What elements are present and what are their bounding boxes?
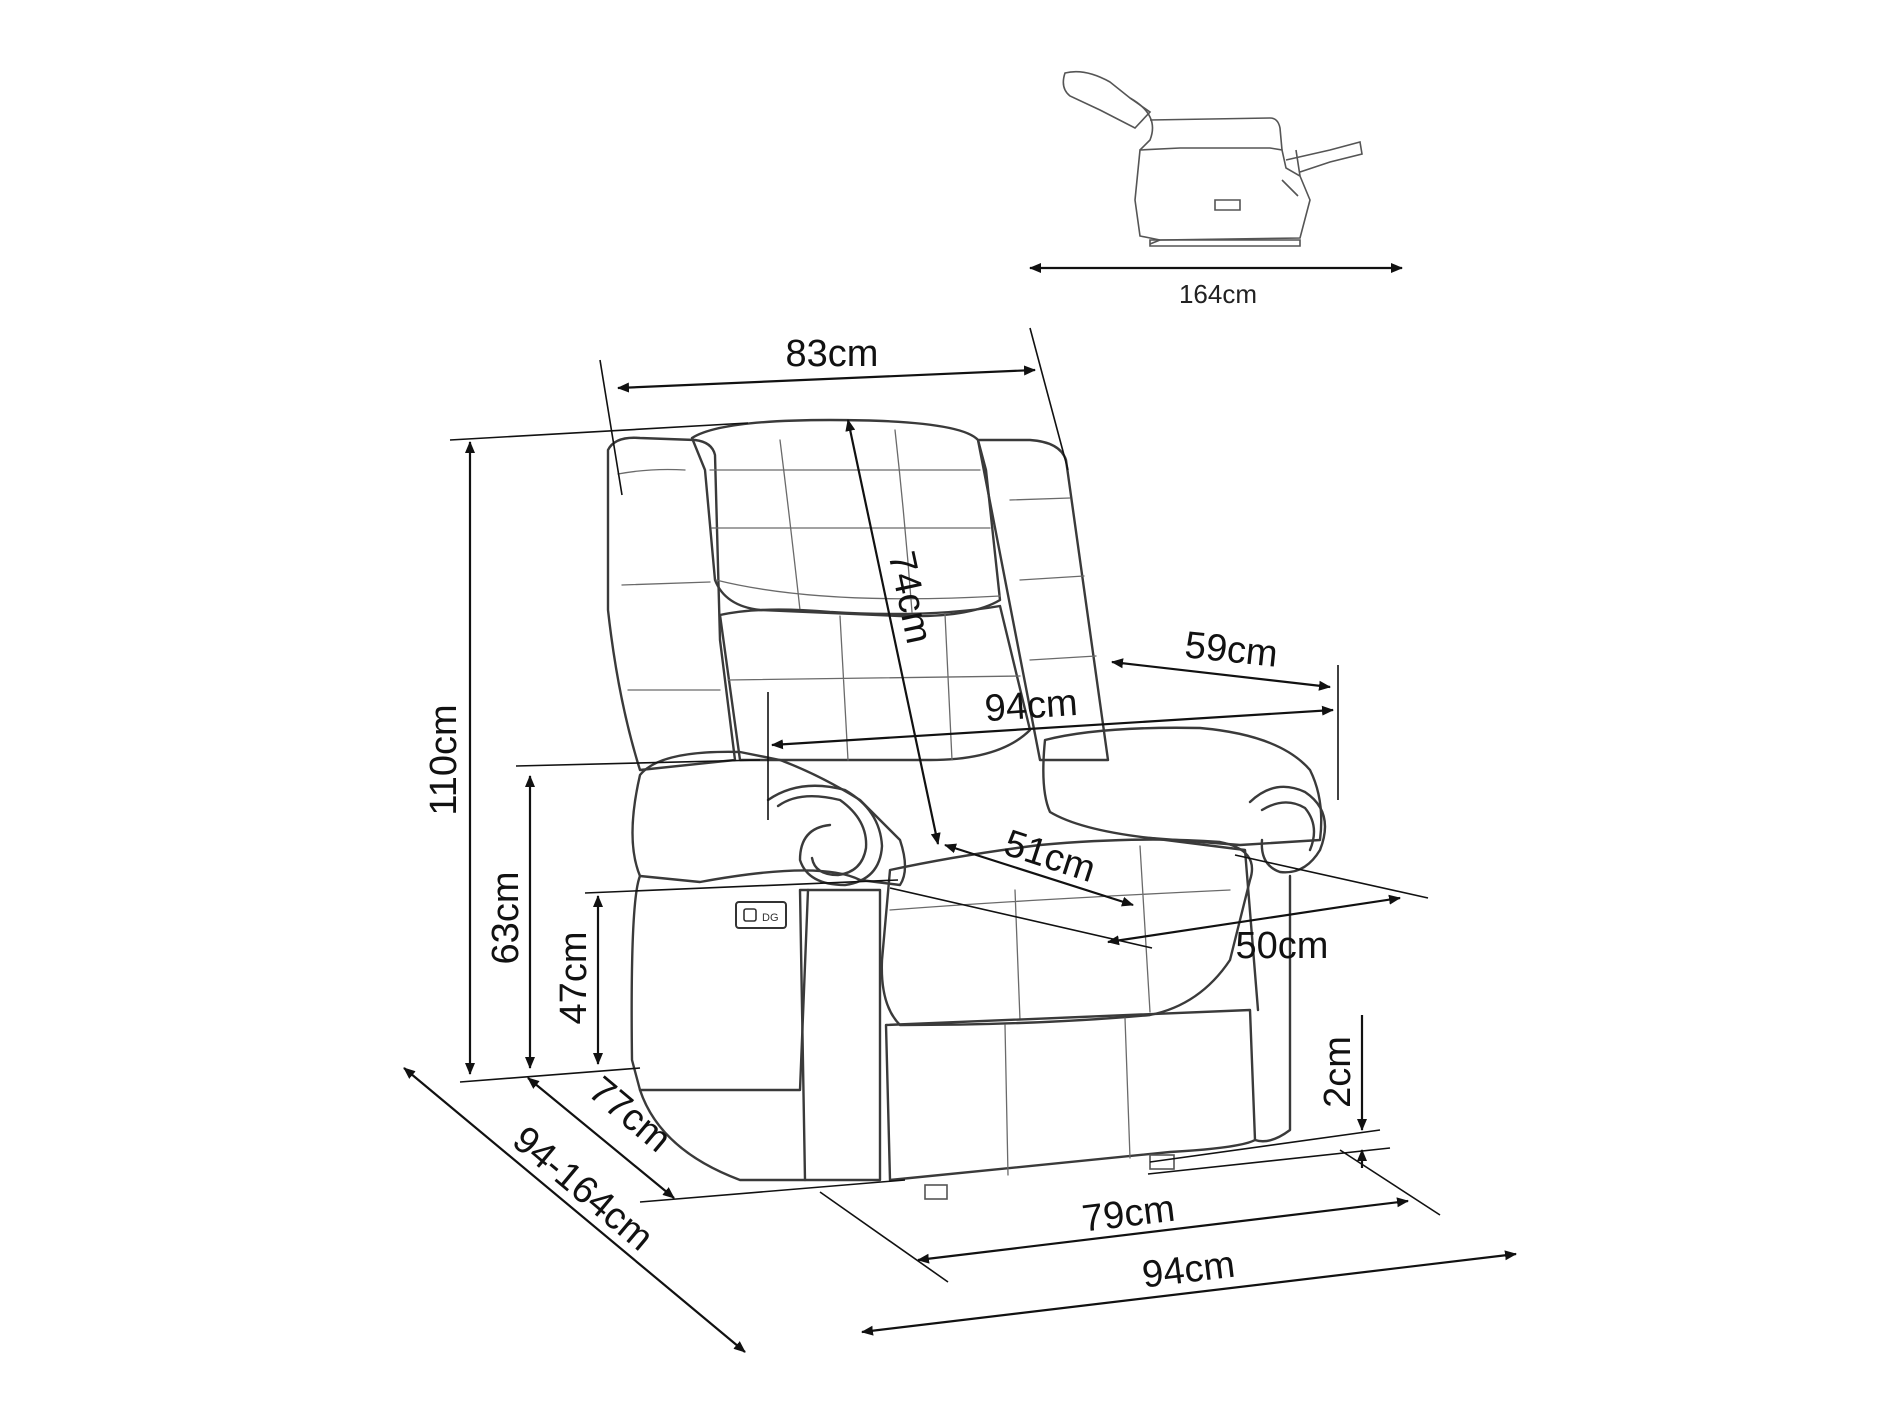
backrest-height-label: 74cm [880,548,940,648]
leg-height-label: 2cm [1317,1036,1359,1108]
dimension-base-width: 79cm [819,1149,1441,1283]
base-width-label: 79cm [1080,1188,1177,1241]
armrest-height-label: 63cm [485,872,527,965]
dimension-backrest-height: 74cm [845,419,941,845]
dimension-recline-length: 164cm [1029,263,1403,309]
dimension-depth-range: 94-164cm [403,1067,746,1353]
seat-width-label: 50cm [1236,925,1329,967]
dimension-armrest-depth: 59cm [1111,624,1339,800]
armrest-depth-label: 59cm [1183,624,1280,675]
seat-depth-label: 51cm [999,822,1100,891]
reclined-chair-thumbnail [1062,70,1363,247]
total-height-label: 110cm [423,704,465,815]
dimension-leg-height: 2cm [1147,1015,1391,1175]
back-width-label: 83cm [786,333,879,375]
dimension-inner-width: 94cm [767,682,1334,820]
dimension-seat-width: 50cm [584,879,1401,967]
depth-label: 77cm [581,1069,679,1161]
recline-control-icon: DG [735,901,787,929]
dimension-back-width: 83cm [599,327,1069,496]
seat-height-label: 47cm [553,932,595,1025]
recline-length-label: 164cm [1179,279,1257,309]
dimension-total-width: 94cm [861,1244,1517,1336]
svg-text:DG: DG [762,912,779,924]
dimension-armrest-height: 63cm [485,759,761,1069]
dimension-seat-height: 47cm [553,895,603,1065]
inner-width-label: 94cm [983,682,1079,730]
recliner-chair: DG [606,418,1327,1200]
